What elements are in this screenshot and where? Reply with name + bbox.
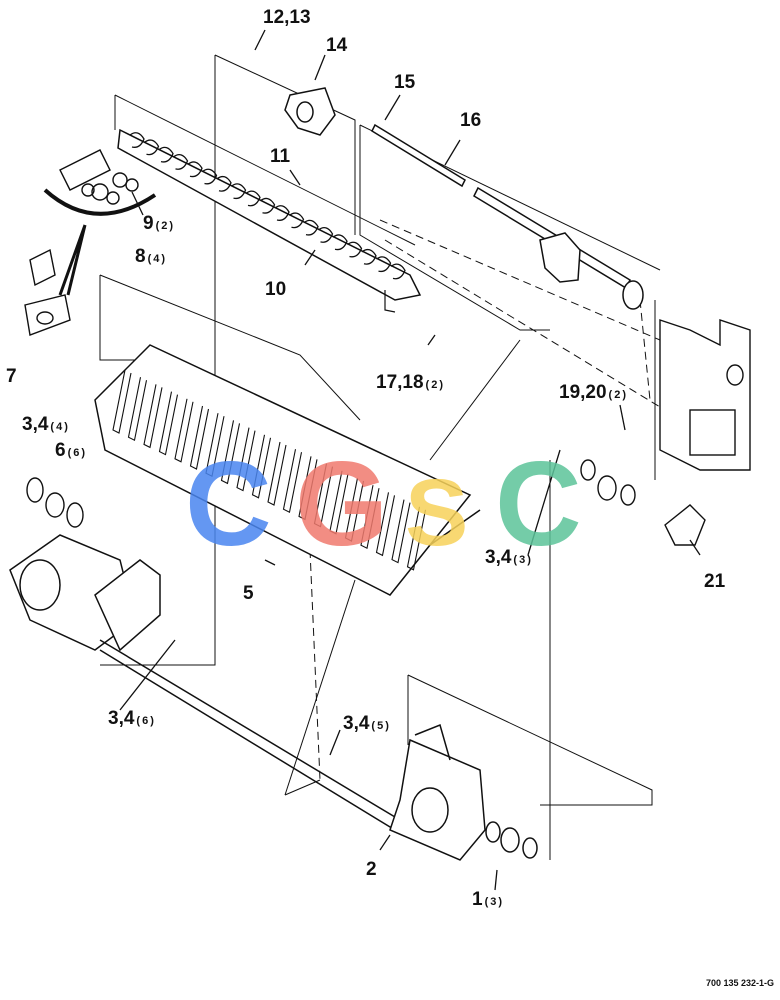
callout-5: 5 <box>243 583 254 604</box>
pan-slot <box>406 506 427 571</box>
auger-assembly <box>117 128 422 313</box>
auger-flight <box>274 205 290 221</box>
pan-slot <box>329 470 349 535</box>
pan-slot <box>282 449 303 514</box>
pan-slot <box>236 427 256 492</box>
auger-flight <box>376 256 392 273</box>
auger-flight <box>260 197 276 214</box>
callout-curve <box>43 188 157 216</box>
mount-bracket <box>580 319 751 546</box>
pan-slot <box>112 369 132 434</box>
auger-flight <box>289 212 305 229</box>
callout-17-18: 17,18(2) <box>376 372 445 393</box>
pan-slot <box>158 391 179 456</box>
pan-slot <box>313 463 334 528</box>
watermark-letter: C <box>185 437 272 571</box>
auger-flight <box>361 248 377 265</box>
callout-19-20: 19,20(2) <box>559 382 628 403</box>
auger-flight <box>303 219 319 236</box>
drawing-code: 700 135 232-1-G <box>705 978 774 988</box>
pan-slot <box>189 405 210 470</box>
callout-7: 7 <box>6 366 17 387</box>
pan-slot <box>344 477 365 542</box>
watermark-letter: C <box>495 437 582 571</box>
bearings-6 <box>26 477 84 528</box>
auger-flight <box>390 263 406 280</box>
callout-16: 16 <box>460 110 482 131</box>
pan-slot <box>298 456 318 521</box>
pan-slot <box>375 492 396 557</box>
callout-12-13: 12,13 <box>263 7 311 28</box>
callout-3-4-d: 3,4(5) <box>343 713 391 734</box>
callout-10: 10 <box>265 279 287 300</box>
auger-flight <box>129 132 145 148</box>
auger-flight <box>144 139 160 156</box>
bearing-parts <box>24 149 139 336</box>
pan-slot <box>143 384 163 449</box>
auger-flight <box>187 161 203 178</box>
drive-shaft <box>371 123 644 310</box>
callout-3-4-c: 3,4(6) <box>108 708 156 729</box>
watermark-letter: S <box>405 460 468 566</box>
callout-8: 8(4) <box>135 246 168 267</box>
callout-1: 1(3) <box>472 889 505 910</box>
pan-slot <box>267 441 287 506</box>
pan-slot <box>391 499 411 564</box>
guide-lines <box>99 54 661 860</box>
callout-21: 21 <box>704 571 726 592</box>
callout-15: 15 <box>394 72 416 93</box>
auger-flight <box>231 183 247 200</box>
callout-2: 2 <box>366 859 377 880</box>
pan-slot <box>205 413 225 478</box>
bracket-part-14 <box>284 87 336 136</box>
pan-slot <box>127 377 148 442</box>
pan-part-5 <box>94 344 481 596</box>
auger-flight <box>173 154 189 170</box>
callout-3-4-a: 3,4(4) <box>22 414 70 435</box>
housing-right <box>389 723 538 861</box>
callout-9: 9(2) <box>143 213 176 234</box>
pan-slot <box>251 434 272 499</box>
dashed-guides <box>309 219 666 781</box>
auger-flight <box>245 190 261 207</box>
auger-flight <box>318 227 334 243</box>
auger-flight <box>332 234 348 251</box>
housing-left <box>9 534 401 831</box>
auger-flight <box>347 241 363 258</box>
watermark-letter: G <box>295 437 388 571</box>
auger-flight <box>202 168 218 185</box>
pan-slot <box>220 420 241 485</box>
callout-11: 11 <box>270 146 291 167</box>
pan-slot <box>174 398 194 463</box>
auger-flight <box>158 146 174 163</box>
auger-flight <box>216 175 232 192</box>
callout-3-4-b: 3,4(3) <box>485 547 533 568</box>
leader-lines <box>119 29 701 891</box>
callout-14: 14 <box>326 35 348 56</box>
pan-slot <box>360 485 380 550</box>
callout-6: 6(6) <box>55 440 88 461</box>
